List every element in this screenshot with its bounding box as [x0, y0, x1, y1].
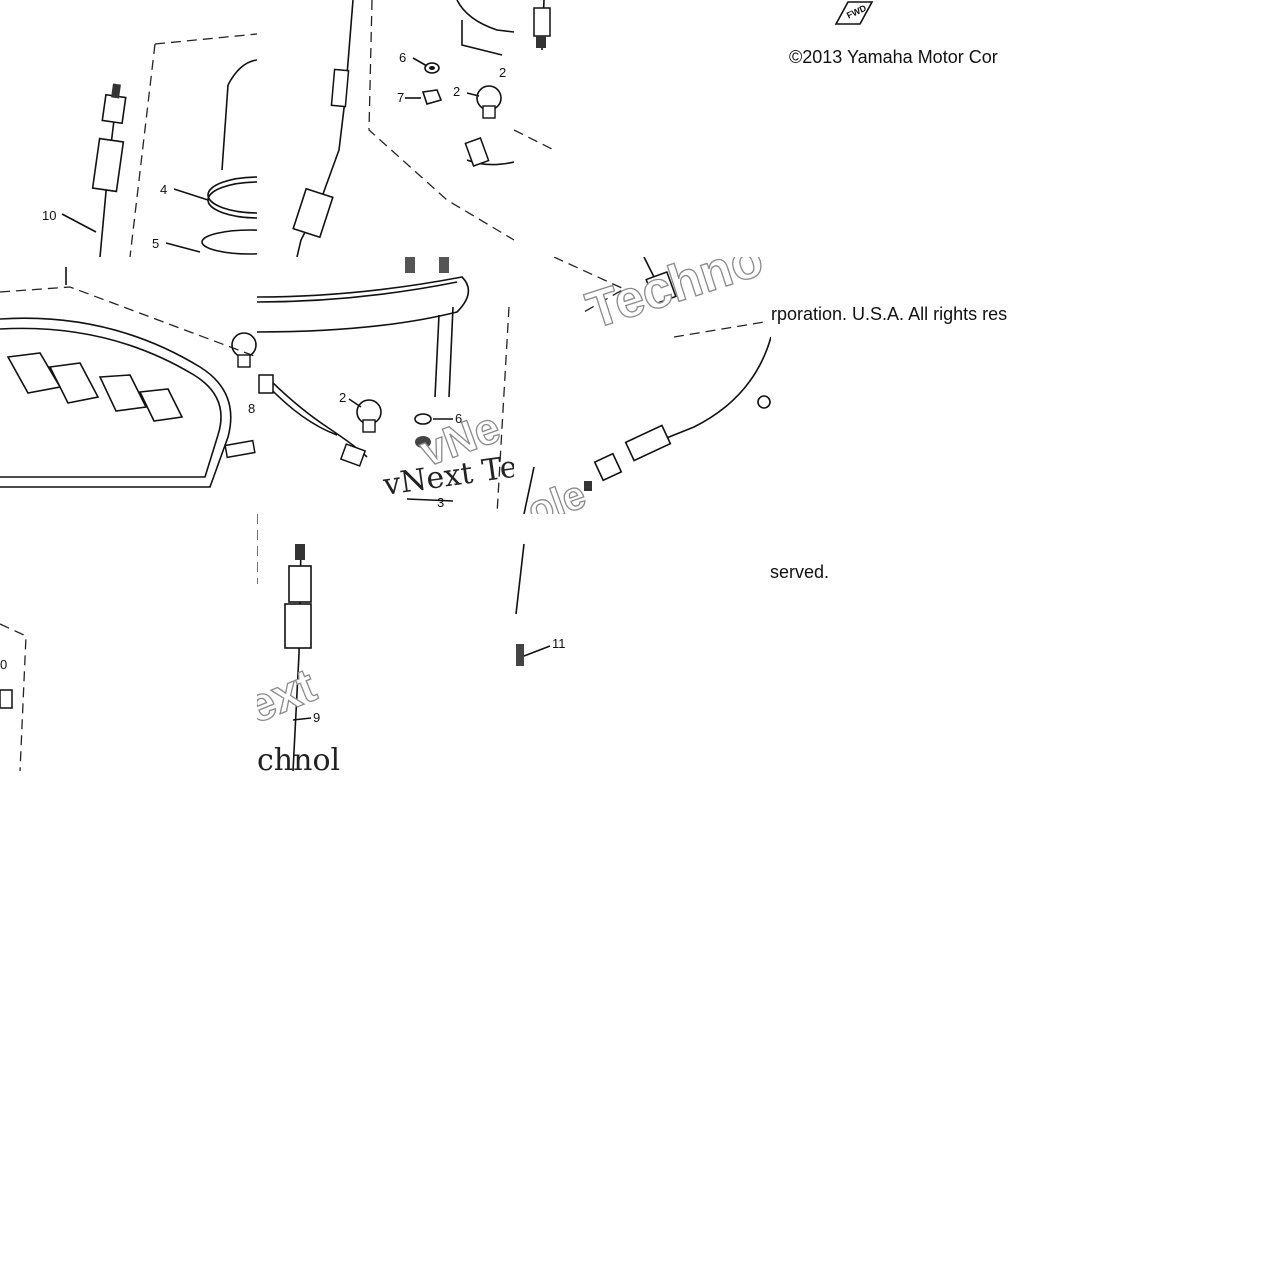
diagram-tile-cable-9: 9 ext chnol — [257, 514, 514, 771]
callout-2b: 2 — [499, 65, 506, 80]
watermark-techno: Techno — [580, 257, 770, 340]
fwd-arrow-icon: FWD — [832, 0, 876, 30]
copyright-line-2: rporation. U.S.A. All rights res — [771, 304, 1008, 324]
callout-8: 8 — [248, 401, 255, 416]
diagram-tile-meter-housing: 8 — [0, 257, 257, 514]
callout-6b: 6 — [455, 411, 462, 426]
diagram-tile-partial-left: 0 — [0, 514, 257, 771]
diagram-tile-bulbs-washers: 6 7 2 2 — [257, 0, 514, 257]
watermark-ole: ole — [522, 472, 591, 514]
callout-7: 7 — [397, 90, 404, 105]
watermark-chnol: chnol — [257, 743, 340, 771]
callout-4: 4 — [160, 182, 167, 197]
callout-5: 5 — [152, 236, 159, 251]
copyright-line-3: served. — [770, 562, 830, 582]
diagram-tile-fwd-arrow — [514, 0, 771, 257]
diagram-tile-cable-run: Techno ole — [514, 257, 771, 514]
callout-3: 3 — [437, 495, 444, 510]
callout-2c: 2 — [339, 390, 346, 405]
callout-11: 11 — [552, 636, 566, 651]
callout-9: 9 — [313, 710, 320, 725]
callout-6: 6 — [399, 50, 406, 65]
callout-10: 10 — [42, 208, 56, 223]
diagram-tile-cable-housing: 10 4 5 — [0, 0, 257, 257]
diagram-tile-part-11: 11 — [514, 514, 574, 771]
callout-0: 0 — [0, 657, 7, 672]
diagram-tile-tray-ring: 2 6 3 vNext Te vNe — [257, 257, 514, 514]
copyright-line-1: ©2013 Yamaha Motor Cor — [789, 47, 998, 67]
callout-2: 2 — [453, 84, 460, 99]
